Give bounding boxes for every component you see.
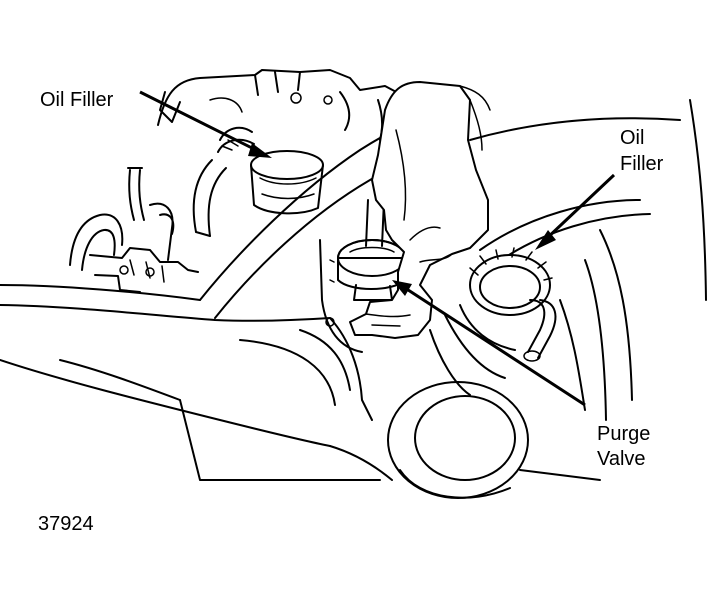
engine-bay-drawing <box>0 69 707 499</box>
purge-valve <box>337 239 407 301</box>
label-oil-filler-left: Oil Filler <box>40 89 114 111</box>
oil-filler-cap-right <box>469 247 553 316</box>
figure-number: 37924 <box>38 513 94 535</box>
label-oil-filler-right-line2: Filler <box>620 153 664 175</box>
pulley-hub <box>387 381 529 499</box>
leader-purge-valve <box>392 280 586 407</box>
oil-filler-cap <box>250 150 324 215</box>
label-oil-filler-right-line1: Oil <box>620 127 644 149</box>
leader-oil-filler-right <box>535 173 616 250</box>
technician-hand <box>349 81 491 339</box>
label-purge-valve-line2: Valve <box>597 448 646 470</box>
label-purge-valve-line1: Purge <box>597 423 650 445</box>
leader-oil-filler-left <box>139 90 272 158</box>
